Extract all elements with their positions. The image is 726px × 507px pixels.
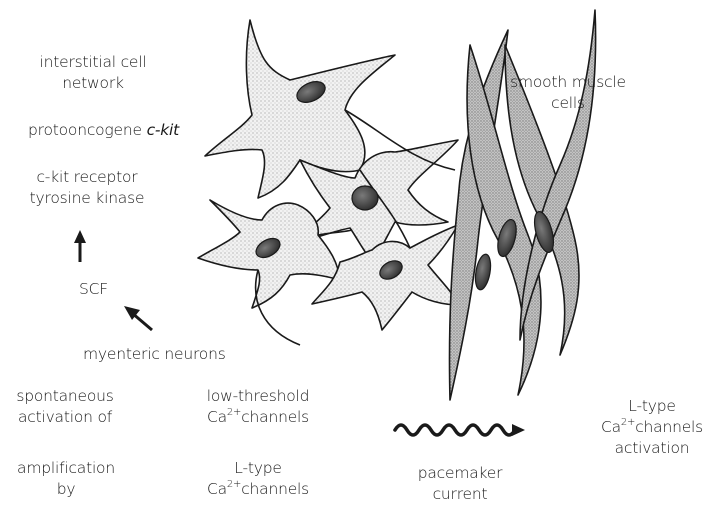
interstitial-cell-network xyxy=(198,20,460,345)
myenteric-neurons-label: myenteric neurons xyxy=(83,344,226,365)
nucleus-2 xyxy=(352,186,378,210)
amplification-label: amplification by xyxy=(6,458,126,500)
l-type-channels-label: L-type Ca2+channels xyxy=(188,458,328,500)
spontaneous-activation-label: spontaneous activation of xyxy=(5,386,125,428)
smooth-muscle-label: smooth muscle cells xyxy=(508,72,628,114)
smooth-muscle-cells xyxy=(449,10,595,400)
pacemaker-current-label: pacemaker current xyxy=(400,463,520,505)
scf-label: SCF xyxy=(79,279,108,300)
receptor-label: c-kit receptor tyrosine kinase xyxy=(22,167,152,209)
wavy-arrow-icon xyxy=(395,424,525,436)
arrow-up-left-icon xyxy=(124,306,152,330)
low-threshold-channels-label: low-threshold Ca2+channels xyxy=(188,386,328,428)
arrow-up-icon xyxy=(74,230,86,262)
l-type-activation-label: L-type Ca2+channels activation xyxy=(582,396,722,459)
interstitial-label: interstitial cell network xyxy=(28,52,158,94)
protooncogene-label: protooncogene c-kit xyxy=(28,120,179,141)
